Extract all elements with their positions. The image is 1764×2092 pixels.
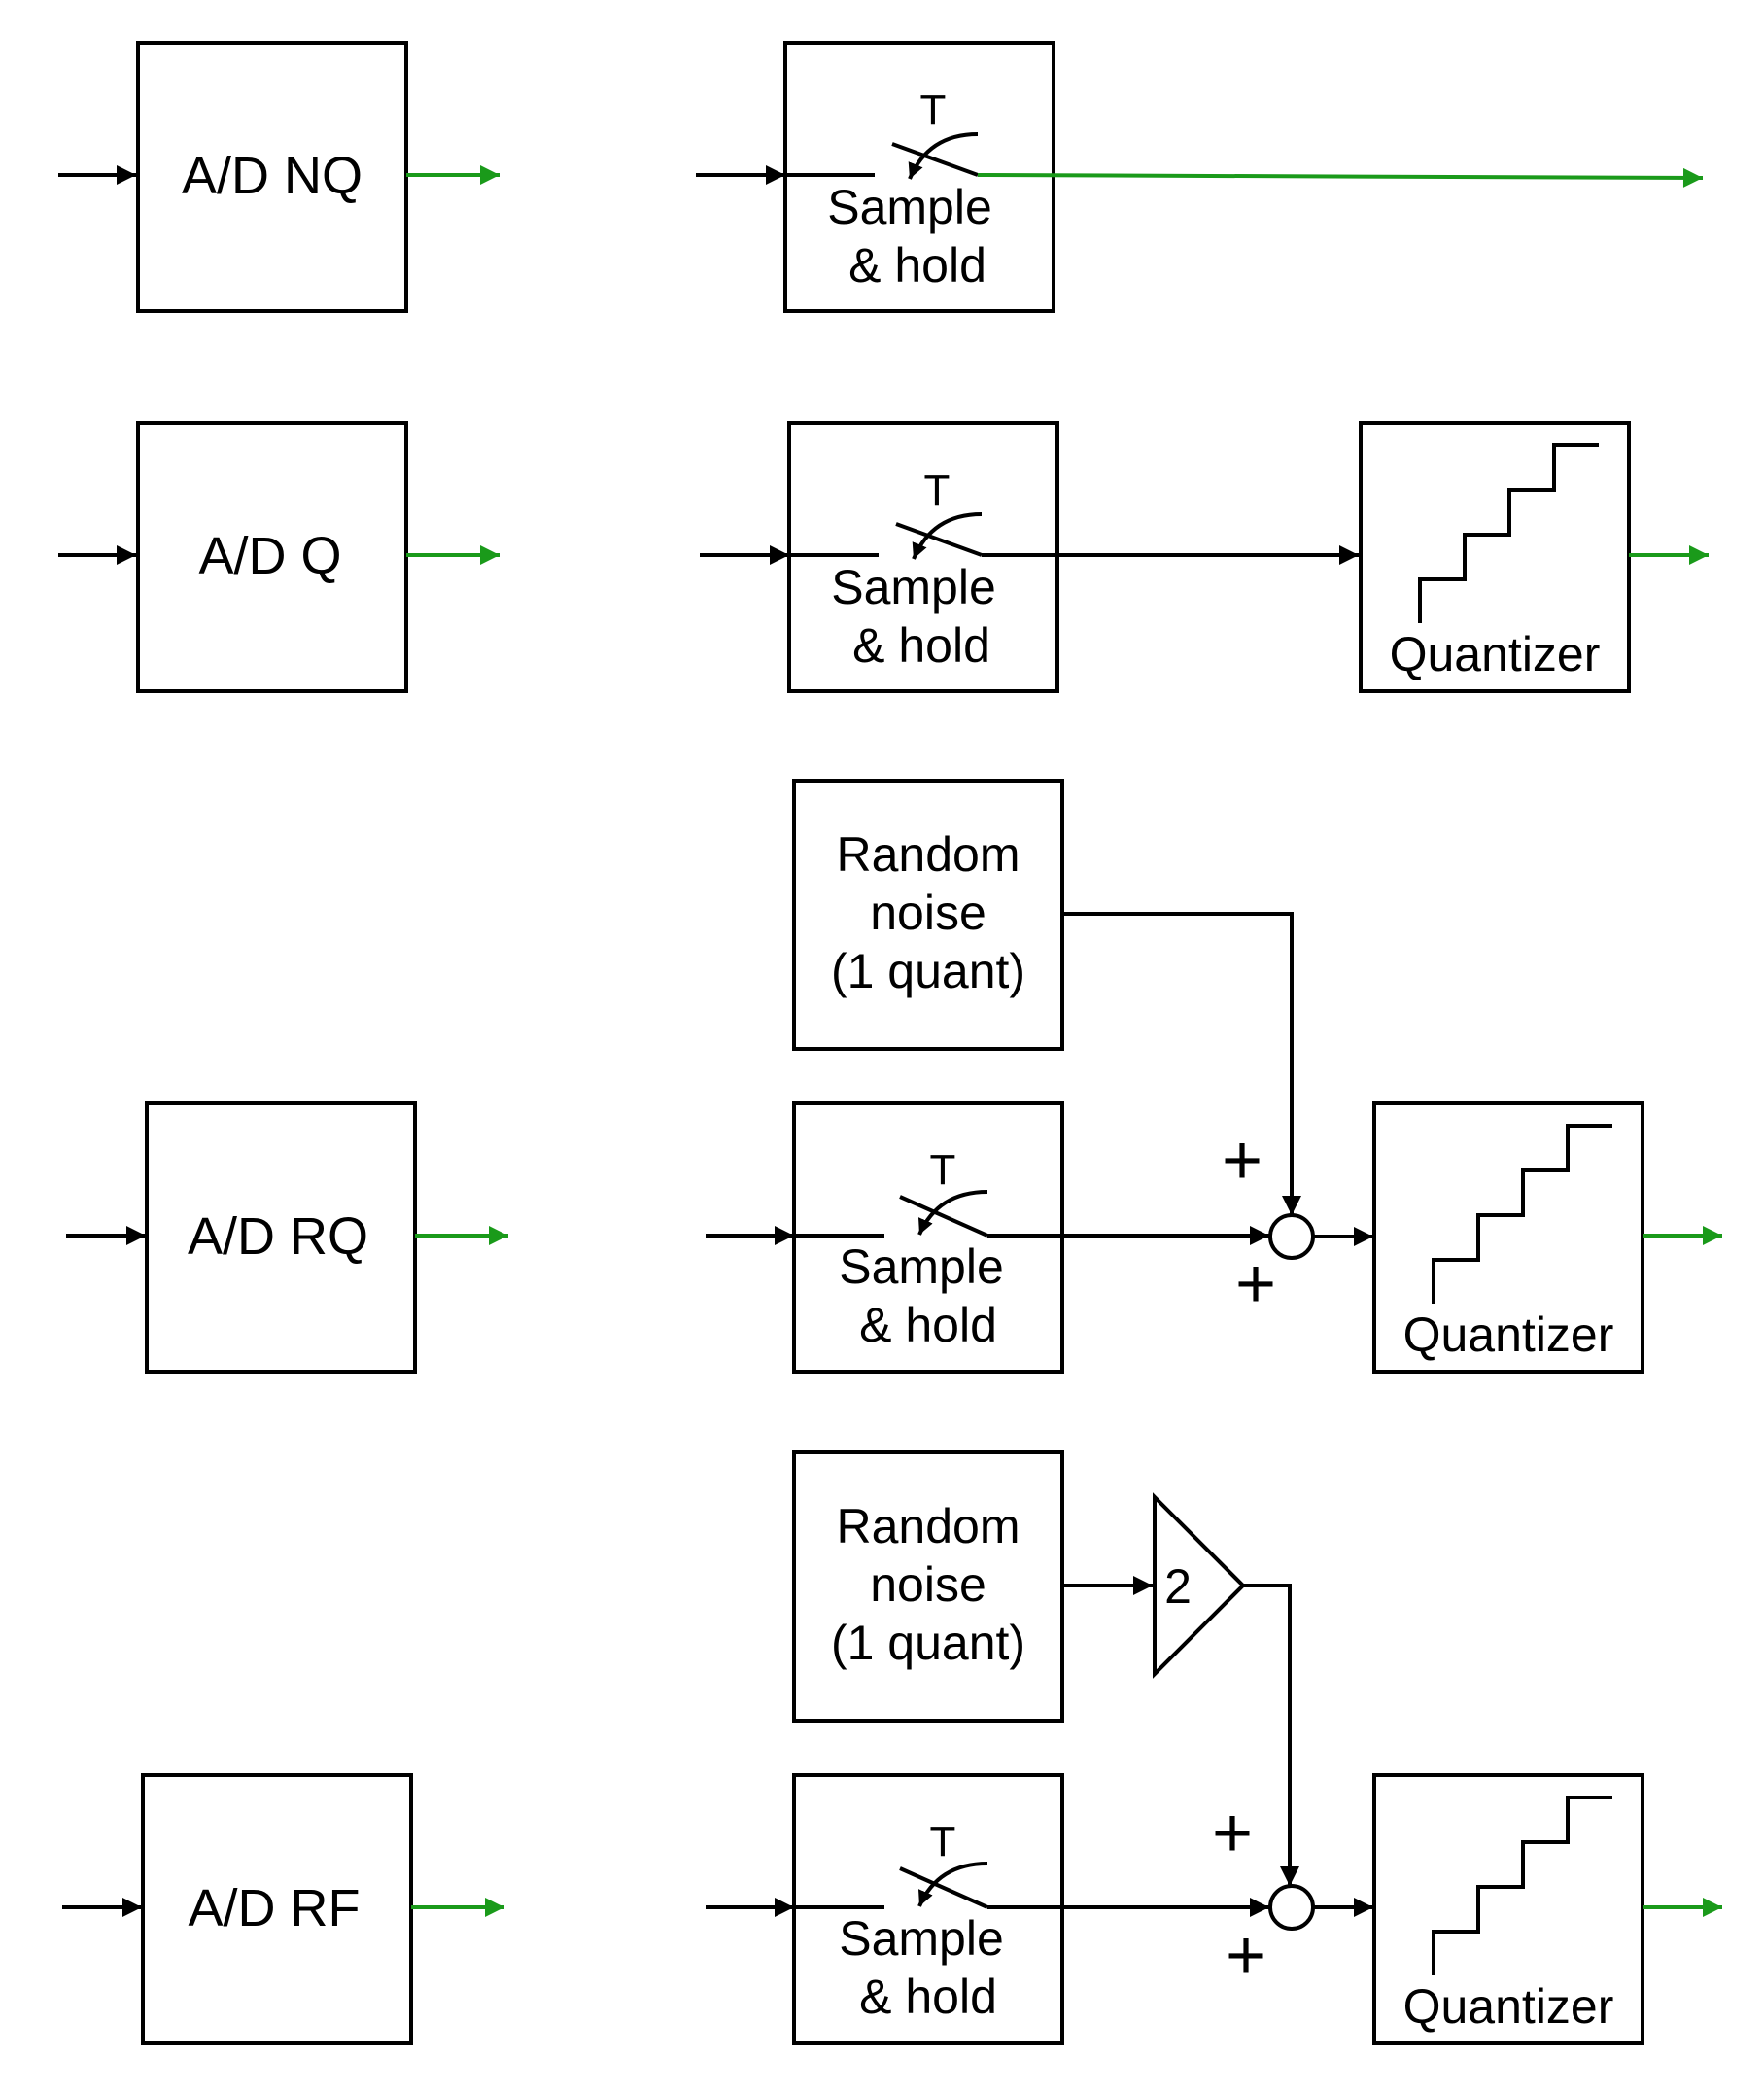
converter-label: A/D NQ bbox=[182, 147, 363, 205]
row-ad-rq: Random noise (1 quant) A/D RQ T Sample &… bbox=[66, 779, 1722, 1374]
sum-sign-top: + bbox=[1212, 1795, 1253, 1872]
converter-block bbox=[136, 421, 408, 693]
summing-junction bbox=[1268, 1213, 1315, 1260]
gain-to-sum-arrow bbox=[1243, 1584, 1299, 1886]
noise-block bbox=[792, 1450, 1064, 1723]
switch-period-label: T bbox=[920, 87, 947, 134]
quantizer-block bbox=[1372, 1101, 1644, 1374]
converter-block bbox=[145, 1101, 417, 1374]
switch-blade bbox=[899, 1195, 988, 1238]
quantizer-label: Quantizer bbox=[1390, 627, 1601, 681]
switch-period-label: T bbox=[930, 1146, 956, 1194]
quantizer-staircase-icon bbox=[1432, 1796, 1612, 1975]
sample-hold-label-line1: Sample bbox=[839, 1911, 1004, 1966]
switch-blade bbox=[891, 142, 979, 177]
noise-label-line2: noise bbox=[870, 886, 986, 940]
switch-actuation-arrow bbox=[912, 512, 983, 560]
row-ad-nq: A/D NQ T Sample & hold bbox=[58, 41, 1704, 313]
noise-block bbox=[792, 779, 1064, 1051]
summing-junction bbox=[1268, 1884, 1315, 1931]
switch-blade bbox=[899, 1866, 988, 1909]
noise-label-line3: (1 quant) bbox=[831, 944, 1025, 998]
row-ad-rf: Random noise (1 quant) 2 A/D RF T Sample… bbox=[62, 1450, 1722, 2045]
converter-block bbox=[141, 1773, 413, 2045]
noise-label-line1: Random bbox=[837, 1499, 1020, 1553]
row-ad-q: A/D Q T Sample & hold Quantizer bbox=[58, 421, 1709, 693]
noise-label-line3: (1 quant) bbox=[831, 1616, 1025, 1670]
sample-hold-label-line1: Sample bbox=[831, 560, 996, 614]
quantizer-staircase-icon bbox=[1418, 443, 1599, 623]
sample-hold-label-line1: Sample bbox=[827, 180, 992, 234]
quantizer-label: Quantizer bbox=[1403, 1308, 1614, 1362]
switch-actuation-arrow bbox=[917, 1862, 988, 1907]
sample-hold-label-line2: & hold bbox=[848, 238, 986, 293]
output-arrow bbox=[977, 167, 1704, 188]
quantizer-label: Quantizer bbox=[1403, 1979, 1614, 2034]
converter-label: A/D RQ bbox=[188, 1207, 368, 1266]
gain-label: 2 bbox=[1164, 1559, 1192, 1614]
gain-amplifier bbox=[1153, 1492, 1246, 1679]
quantizer-staircase-icon bbox=[1432, 1124, 1612, 1304]
sample-hold-label-line2: & hold bbox=[852, 618, 990, 673]
noise-label-line2: noise bbox=[870, 1557, 986, 1612]
sum-sign-bottom: + bbox=[1226, 1917, 1266, 1995]
sum-sign-top: + bbox=[1222, 1122, 1262, 1200]
switch-blade bbox=[895, 522, 983, 557]
switch-period-label: T bbox=[930, 1818, 956, 1865]
noise-to-sum-arrow bbox=[1062, 912, 1301, 1215]
noise-label-line1: Random bbox=[837, 827, 1020, 882]
converter-label: A/D Q bbox=[198, 527, 341, 585]
sample-hold-label-line2: & hold bbox=[859, 1298, 997, 1352]
sum-sign-bottom: + bbox=[1235, 1245, 1276, 1323]
switch-actuation-arrow bbox=[908, 132, 979, 180]
quantizer-block bbox=[1359, 421, 1631, 693]
switch-actuation-arrow bbox=[917, 1190, 988, 1236]
sample-hold-label-line1: Sample bbox=[839, 1239, 1004, 1294]
converter-label: A/D RF bbox=[188, 1879, 360, 1937]
sample-hold-label-line2: & hold bbox=[859, 1970, 997, 2024]
switch-period-label: T bbox=[924, 467, 951, 514]
